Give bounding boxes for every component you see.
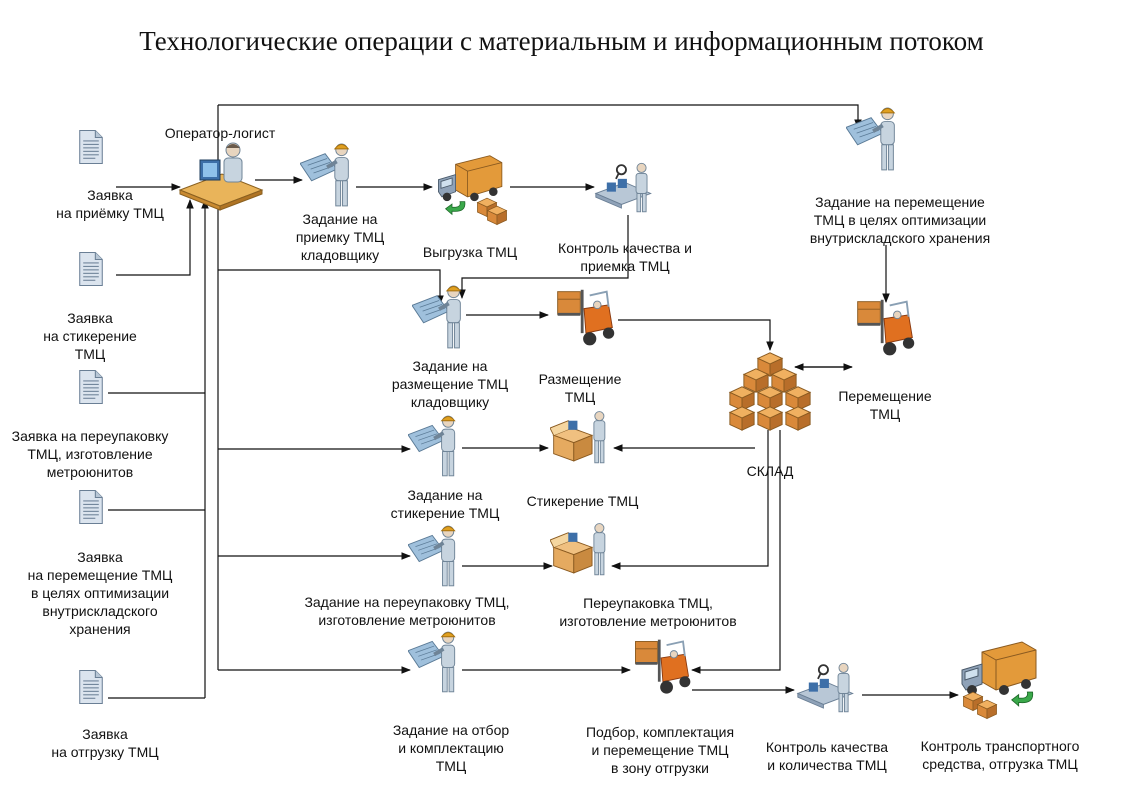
operation-label-repacking: Переупаковка ТМЦ, изготовление метроюнит… <box>559 595 737 629</box>
sticker-station-icon <box>550 411 606 464</box>
operation-label-vehicle-shipment: Контроль транспортного средства, отгрузк… <box>920 738 1080 772</box>
task-label-stickering: Задание на стикерение ТМЦ <box>390 487 500 521</box>
worker-plan-icon <box>412 284 463 350</box>
request-label-receipt: Заявка на приёмку ТМЦ <box>56 187 164 221</box>
warehouse-boxes-icon <box>729 352 811 431</box>
repack-station-icon <box>550 523 606 576</box>
task-label-picking: Задание на отбор и комплектацию ТМЦ <box>392 722 510 774</box>
truck-unload-icon <box>437 155 503 202</box>
task-label-relocation: Задание на перемещение ТМЦ в целях оптим… <box>809 194 991 246</box>
worker-plan-icon <box>408 414 457 478</box>
document-icon <box>79 669 103 705</box>
worker-plan-icon <box>846 106 897 172</box>
green-arrow-icon <box>1011 691 1034 707</box>
document-icon <box>79 251 103 287</box>
diagram-title: Технологические операции с материальным … <box>139 26 984 56</box>
document-icon <box>79 489 103 525</box>
operation-label-placement: Размещение ТМЦ <box>538 371 622 405</box>
document-icon <box>79 129 103 165</box>
forklift-icon <box>856 298 916 357</box>
worker-plan-icon <box>408 630 457 694</box>
truck-load-icon <box>961 641 1037 696</box>
green-arrow-icon <box>445 201 466 215</box>
document-icon <box>79 369 103 405</box>
task-label-placement: Задание на размещение ТМЦ кладовщику <box>391 358 509 410</box>
worker-plan-icon <box>408 524 457 588</box>
request-label-relocation: Заявка на перемещение ТМЦ в целях оптими… <box>27 549 173 637</box>
worker-plan-icon <box>300 142 351 208</box>
operation-label-relocation: Перемещение ТМЦ <box>838 388 932 422</box>
operation-label-picking: Подбор, комплектация и перемещение ТМЦ в… <box>585 724 735 776</box>
request-label-shipment: Заявка на отгрузку ТМЦ <box>51 726 159 760</box>
forklift-icon <box>556 288 616 347</box>
operator-label: Оператор-логист <box>164 125 276 141</box>
request-label-repacking: Заявка на переупаковку ТМЦ, изготовление… <box>11 428 169 480</box>
operation-label-stickering: Стикерение ТМЦ <box>526 493 639 509</box>
task-label-repacking: Задание на переупаковку ТМЦ, изготовлени… <box>304 594 510 628</box>
warehouse-label: СКЛАД <box>746 463 794 479</box>
forklift-icon <box>634 638 692 695</box>
operation-label-quality-receipt: Контроль качества и приемка ТМЦ <box>558 240 692 274</box>
request-label-stickering: Заявка на стикерение ТМЦ <box>43 310 137 362</box>
box-icon <box>487 205 507 225</box>
operation-label-unloading: Выгрузка ТМЦ <box>422 244 518 260</box>
task-label-receipt: Задание на приемку ТМЦ кладовщику <box>295 211 385 263</box>
box-icon <box>977 699 997 719</box>
quality-control-icon <box>594 162 652 213</box>
connector-lines <box>108 104 959 699</box>
operator-desk-icon <box>179 142 263 211</box>
operation-label-quality-quantity: Контроль качества и количества ТМЦ <box>765 739 889 773</box>
quality-control-icon <box>796 662 854 713</box>
